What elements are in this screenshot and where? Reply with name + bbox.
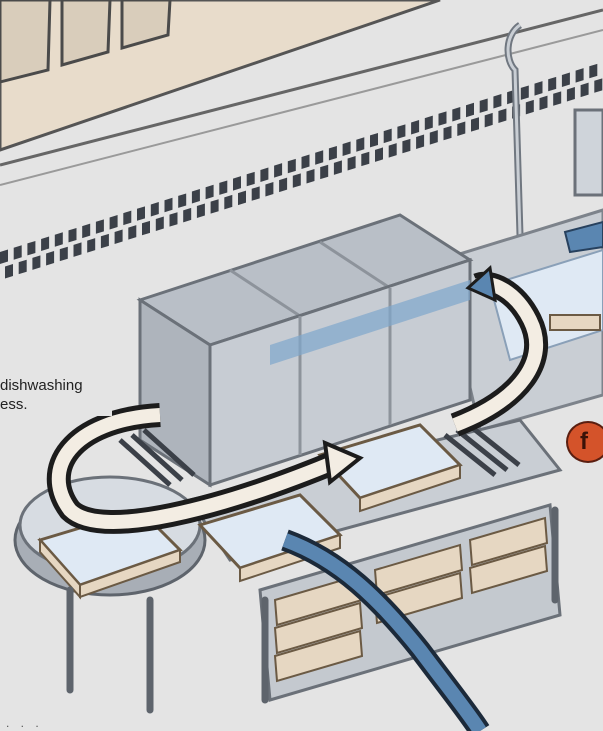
footer-dots: . . . <box>6 716 43 730</box>
checker-tile <box>452 107 460 121</box>
checker-tile <box>485 113 493 127</box>
checker-tile <box>594 78 602 92</box>
checker-tile <box>389 143 397 157</box>
checker-tile <box>165 198 173 212</box>
checker-tile <box>334 160 342 174</box>
step-badge: f <box>566 421 603 463</box>
checker-tile <box>32 255 40 269</box>
checker-tile <box>238 191 246 205</box>
checker-tile <box>320 165 328 179</box>
checker-tile <box>425 116 433 130</box>
checker-tile <box>178 193 186 207</box>
checker-tile <box>329 146 337 160</box>
checker-tile <box>411 120 419 134</box>
checker-tile <box>540 96 548 110</box>
checker-tile <box>46 251 54 265</box>
checker-tile <box>170 212 178 226</box>
checker-tile <box>521 85 529 99</box>
checker-tile <box>457 122 465 136</box>
checker-tile <box>19 260 27 274</box>
checker-tile <box>430 130 438 144</box>
checker-tile <box>192 189 200 203</box>
checker-tile <box>69 228 77 242</box>
checker-tile <box>480 98 488 112</box>
tray-edge <box>550 315 600 330</box>
checker-tile <box>252 186 260 200</box>
checker-tile <box>375 147 383 161</box>
checker-tile <box>128 225 136 239</box>
checker-tile <box>343 142 351 156</box>
checker-tile <box>265 182 273 196</box>
checker-tile <box>0 250 8 264</box>
checker-tile <box>233 176 241 190</box>
checker-tile <box>315 150 323 164</box>
checker-tile <box>142 221 150 235</box>
checker-tile <box>260 168 268 182</box>
checker-tile <box>279 178 287 192</box>
checker-tile <box>493 94 501 108</box>
checker-tile <box>567 87 575 101</box>
checker-tile <box>576 68 584 82</box>
checker-tile <box>498 109 506 123</box>
caption-line-1: dishwashing <box>0 376 83 395</box>
checker-tile <box>74 242 82 256</box>
checker-tile <box>82 224 90 238</box>
checker-tile <box>211 199 219 213</box>
checker-tile <box>60 247 68 261</box>
checker-tile <box>101 234 109 248</box>
checker-tile <box>156 217 164 231</box>
checker-tile <box>197 204 205 218</box>
checker-tile <box>110 215 118 229</box>
checker-tile <box>137 206 145 220</box>
checker-tile <box>96 219 104 233</box>
checker-tile <box>402 139 410 153</box>
checker-tile <box>115 230 123 244</box>
checker-tile <box>589 64 597 78</box>
checker-tile <box>41 237 49 251</box>
checker-tile <box>562 73 570 87</box>
checker-tile <box>183 208 191 222</box>
checker-tile <box>288 159 296 173</box>
checker-tile <box>548 77 556 91</box>
checker-tile <box>553 91 561 105</box>
checker-tile <box>206 185 214 199</box>
checker-tile <box>384 129 392 143</box>
checker-tile <box>526 100 534 114</box>
checker-tile <box>27 241 35 255</box>
checker-tile <box>356 137 364 151</box>
checker-tile <box>471 117 479 131</box>
checker-tile <box>307 169 315 183</box>
checker-tile <box>302 155 310 169</box>
checker-tile <box>5 264 13 278</box>
wall-equipment <box>575 110 603 195</box>
checker-tile <box>361 152 369 166</box>
checker-tile <box>123 211 131 225</box>
caption-line-2: ess. <box>0 395 28 414</box>
checker-tile <box>397 124 405 138</box>
checker-tile <box>370 133 378 147</box>
checker-tile <box>87 238 95 252</box>
checker-tile <box>219 180 227 194</box>
checker-tile <box>151 202 159 216</box>
checker-tile <box>581 83 589 97</box>
checker-tile <box>14 245 22 259</box>
checker-tile <box>466 103 474 117</box>
checker-tile <box>55 232 63 246</box>
checker-tile <box>274 163 282 177</box>
checker-tile <box>247 172 255 186</box>
checker-tile <box>439 111 447 125</box>
checker-tile <box>293 173 301 187</box>
checker-tile <box>444 126 452 140</box>
checker-tile <box>416 135 424 149</box>
checker-tile <box>535 81 543 95</box>
checker-tile <box>224 195 232 209</box>
checker-tile <box>348 156 356 170</box>
